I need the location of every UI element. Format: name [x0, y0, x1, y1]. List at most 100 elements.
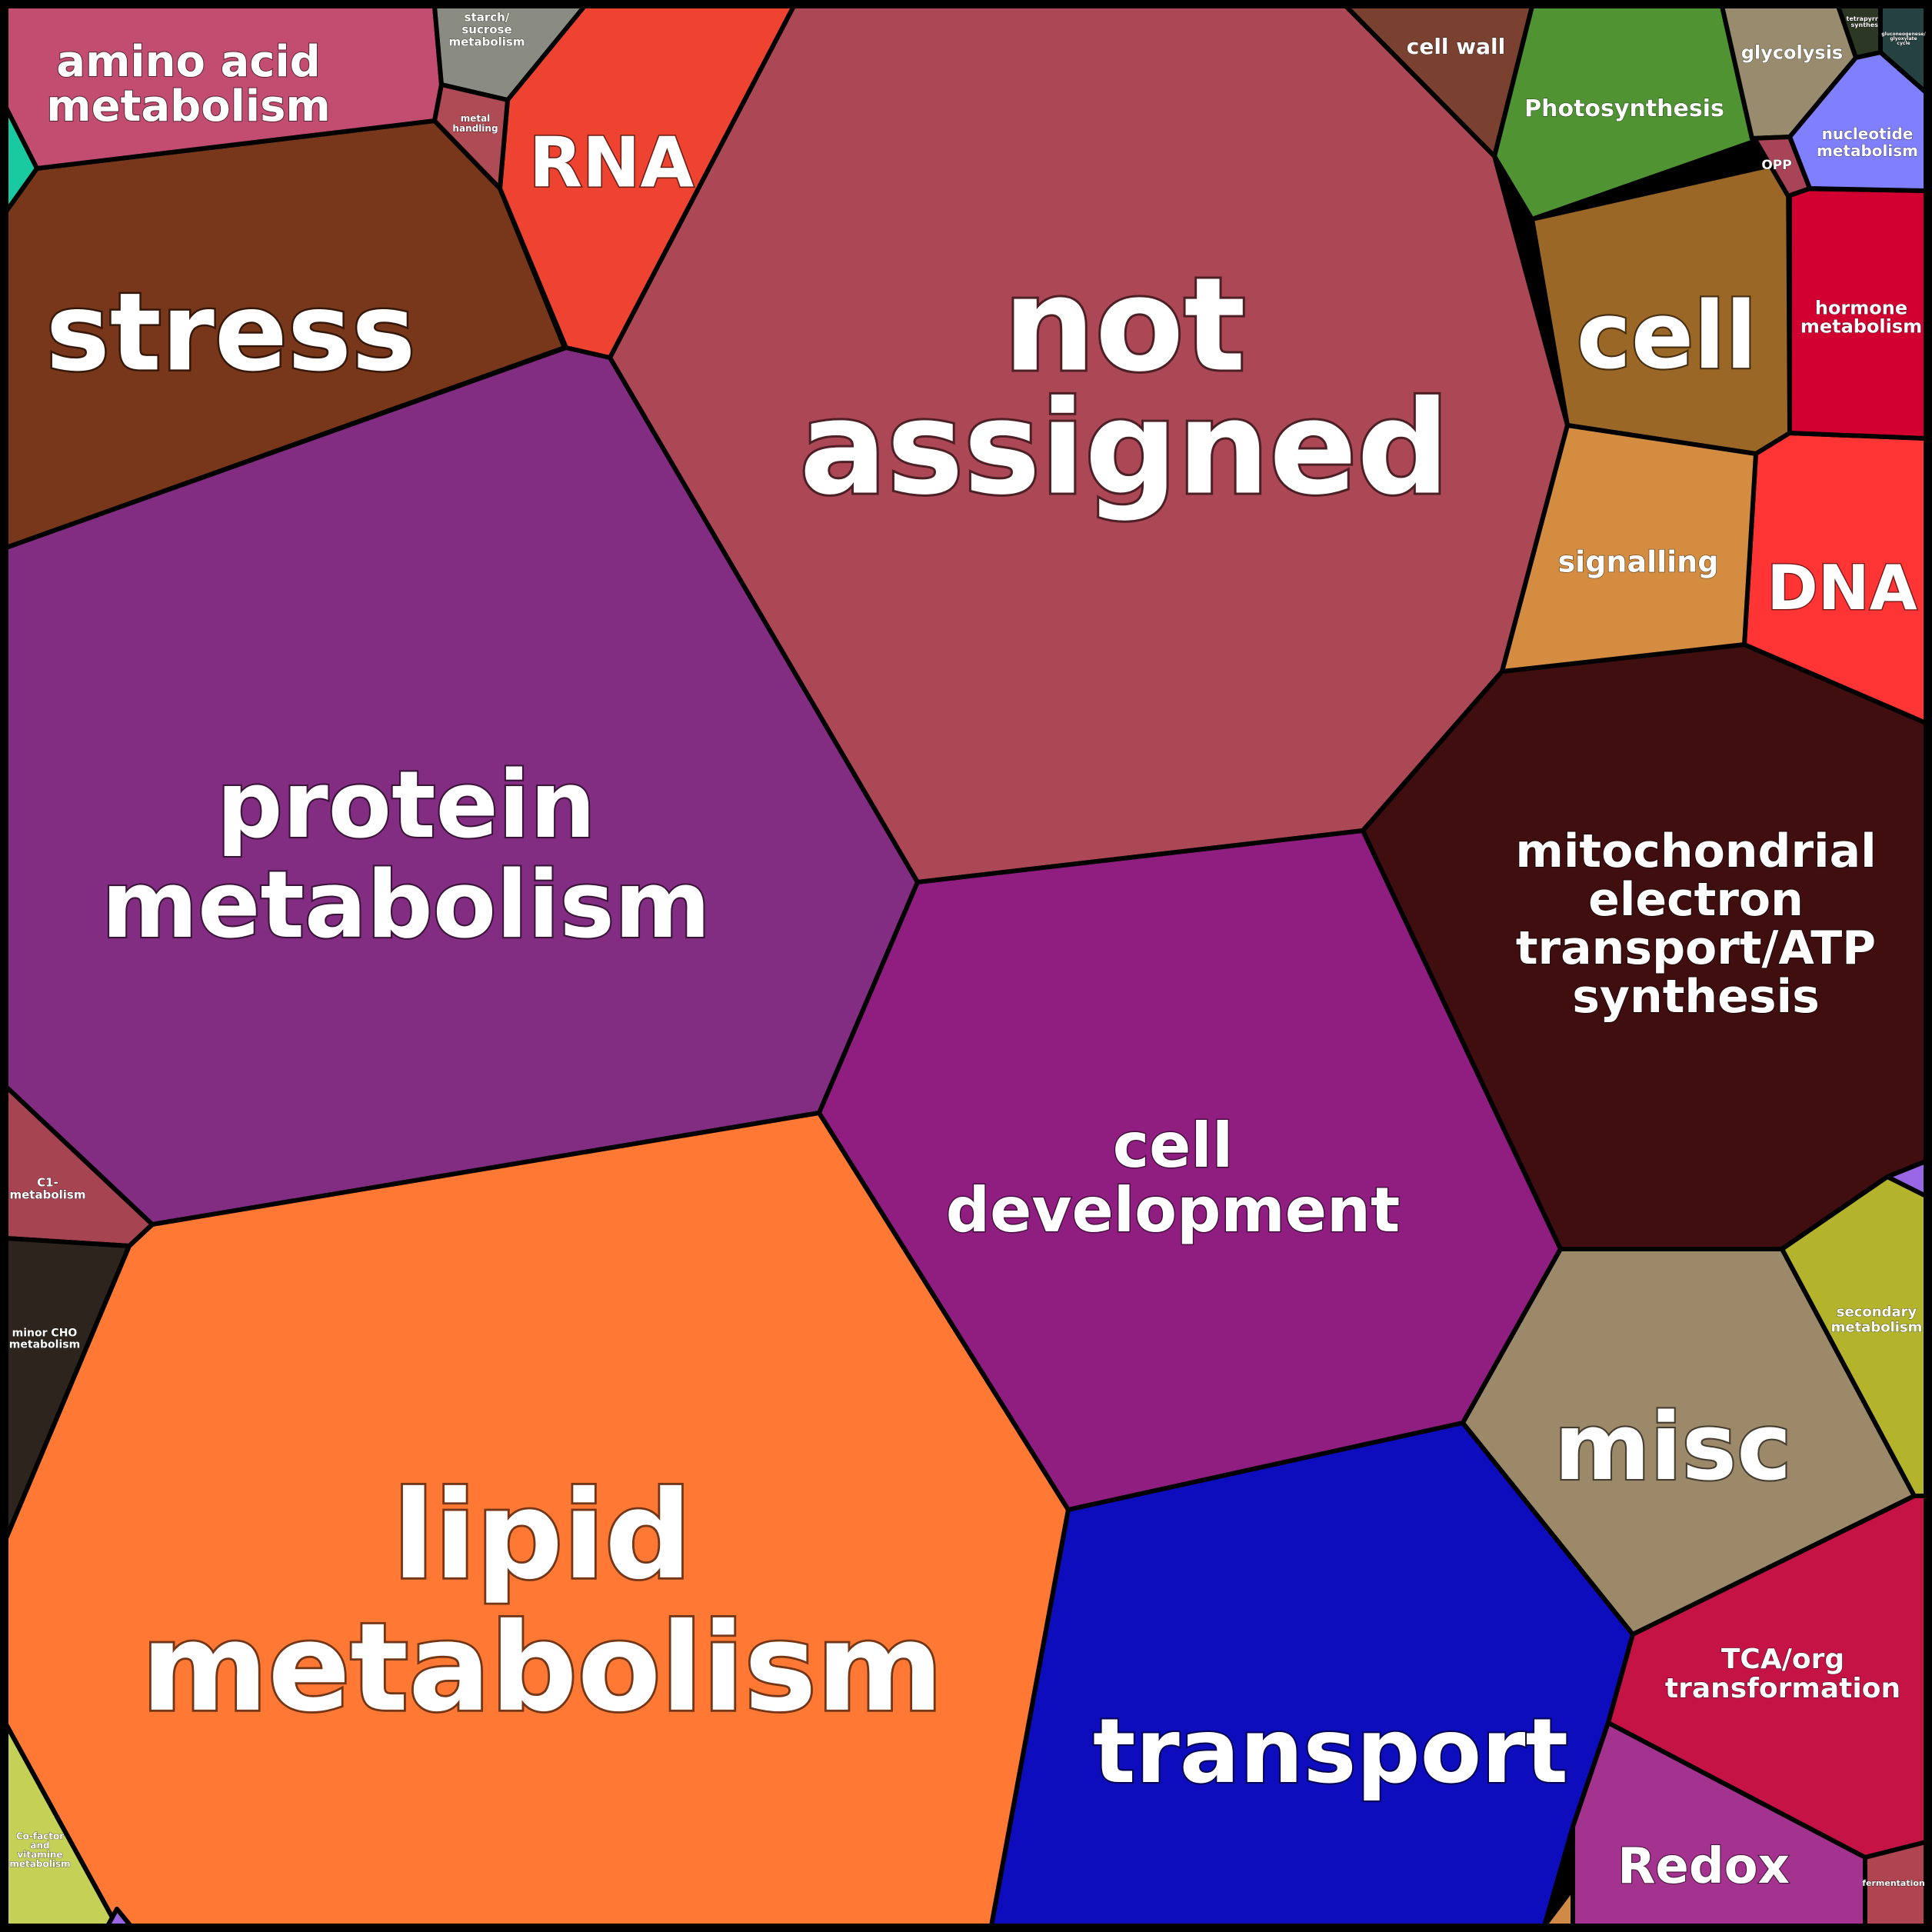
cell-label-line: hormone: [1815, 298, 1907, 319]
cell-label-line: synthesis: [1851, 22, 1884, 28]
cell-cell-wall: cell wall: [1344, 4, 1534, 158]
cell-label-c1-metabolism: C1-metabolism: [10, 1175, 86, 1201]
cell-label-line: starch/: [465, 10, 510, 24]
cell-label-signalling: signalling: [1558, 545, 1719, 579]
cell-label-line: DNA: [1767, 552, 1917, 624]
cell-label-line: cell wall: [1407, 34, 1506, 59]
cell-opp: OPP: [1750, 135, 1812, 198]
cell-label-line: nucleotide: [1822, 125, 1914, 143]
cell-label-cell-wall: cell wall: [1407, 34, 1506, 59]
cell-label-line: lipid: [393, 1465, 692, 1607]
cell-label-line: gluconeogenese/: [1881, 32, 1926, 37]
cell-label-line: transport/ATP: [1516, 921, 1876, 975]
cell-label-line: Redox: [1617, 1838, 1790, 1895]
cell-label-cell: cell: [1577, 283, 1757, 390]
cell-signalling: signalling: [1500, 423, 1758, 674]
cell-label-line: amino acid: [56, 37, 320, 87]
cell-transport: transport: [989, 1421, 1635, 1928]
cell-label-opp: OPP: [1761, 158, 1791, 173]
cell-label-line: mitochondrial: [1515, 824, 1876, 878]
cell-rna: RNA: [498, 4, 796, 360]
cell-label-line: metabolism: [1800, 316, 1922, 338]
cell-stress: stress: [4, 118, 567, 550]
cell-label-line: cycle: [1897, 41, 1910, 46]
cell-misc: misc: [1461, 1247, 1917, 1637]
cell-label-line: development: [946, 1174, 1400, 1246]
cell-c1-metabolism: C1-metabolism: [4, 1084, 155, 1248]
cell-label-fermentation: fermentation: [1862, 1878, 1925, 1888]
cell-shape-opp: [1750, 135, 1812, 198]
cell-label-transport: transport: [1093, 1700, 1568, 1804]
cell-label-line: signalling: [1558, 545, 1719, 579]
cell-label-misc: misc: [1554, 1394, 1792, 1501]
cell-cell: cell: [1530, 159, 1792, 456]
cell-label-line: sucrose: [461, 22, 511, 36]
cell-label-line: transport: [1093, 1700, 1568, 1804]
cell-label-line: C1-: [37, 1175, 58, 1189]
cell-label-line: misc: [1554, 1394, 1792, 1501]
cell-label-line: handling: [452, 123, 498, 134]
cell-dna: DNA: [1742, 431, 1928, 725]
cell-label-rna: RNA: [529, 122, 695, 203]
cell-label-line: Photosynthesis: [1524, 95, 1724, 122]
cell-shape-metal-handling: [432, 82, 510, 191]
cell-label-line: metabolism: [1817, 142, 1918, 160]
cell-label-line: metabolism: [46, 82, 331, 132]
cell-label-line: synthesis: [1572, 970, 1820, 1024]
cell-label-line: assigned: [799, 372, 1449, 523]
cell-label-line: metal: [461, 113, 491, 124]
cell-label-line: fermentation: [1862, 1878, 1925, 1888]
cell-label-photosynthesis: Photosynthesis: [1524, 95, 1724, 122]
cell-label-line: tetrapyrrole: [1847, 15, 1889, 22]
cell-label-line: metabolism: [9, 1858, 70, 1869]
cell-label-line: stress: [46, 270, 416, 395]
cell-label-line: OPP: [1761, 158, 1791, 173]
cell-label-dna: DNA: [1767, 552, 1917, 624]
cell-label-line: metabolism: [102, 852, 711, 959]
cell-label-line: and: [30, 1840, 49, 1850]
cell-label-line: not: [1003, 249, 1245, 400]
cell-label-line: metabolism: [142, 1597, 944, 1739]
cell-label-line: cell: [1113, 1110, 1234, 1181]
cell-label-line: protein: [217, 752, 596, 859]
cell-label-stress: stress: [46, 270, 416, 395]
cell-label-line: metabolism: [10, 1188, 86, 1201]
cell-label-line: transformation: [1665, 1673, 1900, 1704]
cell-label-line: cell: [1577, 283, 1757, 390]
cell-label-line: metabolism: [449, 35, 525, 48]
cell-label-line: minor CHO: [12, 1327, 78, 1340]
cell-shape-signalling: [1500, 423, 1758, 674]
cell-label-line: glycolysis: [1741, 42, 1843, 64]
cell-label-glycolysis: glycolysis: [1741, 42, 1843, 64]
cell-label-line: metabolism: [9, 1339, 80, 1351]
cell-fermentation: fermentation: [1862, 1840, 1928, 1928]
cell-label-line: vitamine: [17, 1849, 62, 1860]
